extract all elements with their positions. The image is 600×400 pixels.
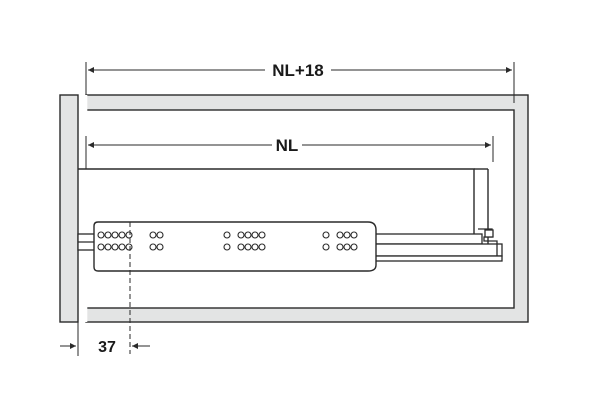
mounting-holes xyxy=(97,231,358,251)
mounting-hole xyxy=(244,243,252,251)
mounting-hole xyxy=(118,243,126,251)
mounting-hole xyxy=(156,231,164,239)
mounting-hole xyxy=(336,231,344,239)
mounting-hole xyxy=(111,231,119,239)
mounting-hole xyxy=(343,231,351,239)
mounting-hole xyxy=(97,243,105,251)
mounting-hole xyxy=(237,231,245,239)
mounting-hole xyxy=(156,243,164,251)
mounting-hole xyxy=(336,243,344,251)
cabinet-carcass xyxy=(84,94,529,323)
mounting-hole xyxy=(223,231,231,239)
mounting-hole xyxy=(111,243,119,251)
mounting-hole xyxy=(149,243,157,251)
mounting-hole xyxy=(251,243,259,251)
drawer-front-panel xyxy=(59,94,79,323)
mounting-hole xyxy=(125,243,133,251)
slide-body xyxy=(93,221,377,272)
mounting-hole xyxy=(244,231,252,239)
mounting-hole xyxy=(223,243,231,251)
mounting-hole xyxy=(149,231,157,239)
mounting-hole xyxy=(322,243,330,251)
mounting-hole xyxy=(343,243,351,251)
dimension-offset-label: 37 xyxy=(98,339,116,356)
dimension-offset xyxy=(60,322,150,356)
dimension-inner-label: NL xyxy=(276,136,299,155)
mounting-hole xyxy=(125,231,133,239)
mounting-hole xyxy=(251,231,259,239)
mounting-hole xyxy=(350,231,358,239)
mounting-hole xyxy=(350,243,358,251)
mounting-hole xyxy=(104,231,112,239)
dimension-overall-label: NL+18 xyxy=(272,61,324,80)
mounting-hole xyxy=(258,231,266,239)
mounting-hole xyxy=(104,243,112,251)
mounting-hole xyxy=(97,231,105,239)
mounting-hole xyxy=(118,231,126,239)
mounting-hole xyxy=(237,243,245,251)
mounting-hole xyxy=(258,243,266,251)
mounting-hole xyxy=(322,231,330,239)
